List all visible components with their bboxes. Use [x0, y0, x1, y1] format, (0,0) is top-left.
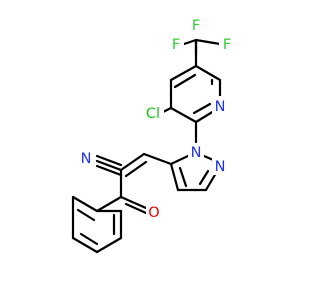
bond-c-o-inner — [124, 202, 148, 215]
chlorine-atom: Cl — [146, 106, 160, 122]
bond-vinyl-double-inner — [124, 160, 148, 178]
bond-cf3-f-right — [194, 38, 222, 46]
bond-pz-c5-c4-inner — [178, 166, 188, 188]
bond-pyr-c2-n — [194, 109, 216, 124]
bond-ph-4 — [95, 236, 123, 254]
bond-pz-c3-n2 — [204, 171, 218, 192]
fluorine-atom-1: F — [192, 18, 200, 34]
bond-vinyl-double — [119, 152, 146, 172]
bond-pyr-c5-c4 — [169, 64, 198, 82]
bond-cf3-f-left — [182, 38, 198, 46]
bond-c-cn-3 — [95, 164, 123, 177]
bond-pz-c3-n2-inner — [198, 169, 210, 186]
bond-pz-c5-c4 — [169, 162, 180, 192]
fluorine-atom-3: F — [223, 37, 231, 53]
bond-ph-3-inner — [79, 232, 99, 246]
structure-svg: F F F Cl N N N N O — [71, 16, 235, 254]
pyrazole-n2-atom: N — [215, 159, 226, 175]
bond-ph-3 — [71, 236, 99, 254]
molecule-drawing: F F F Cl N N N N O — [71, 16, 235, 254]
bond-pyr-c2-n-inner — [192, 102, 212, 115]
bond-pyr-c3-c2 — [169, 106, 198, 124]
bond-pz-n1-c5 — [169, 154, 190, 166]
bond-c-cn-2 — [95, 154, 123, 167]
bond-pyr-c6-c5 — [194, 64, 222, 82]
bond-pz-vinyl — [142, 152, 173, 166]
bond-pyr-c5-c4-inner — [173, 73, 197, 89]
bond-c-cn — [95, 159, 123, 172]
atom-labels: F F F Cl N N N N O — [78, 16, 235, 221]
carbonyl-oxygen-atom: O — [148, 205, 159, 221]
bond-co-ph — [95, 195, 123, 213]
pyrazole-n1-atom: N — [191, 145, 202, 161]
pyridine-nitrogen-atom: N — [215, 99, 226, 115]
nitrile-nitrogen-atom: N — [81, 151, 92, 167]
bond-c-o — [119, 195, 148, 210]
bond-ph-1-inner — [76, 208, 96, 222]
bond-ph-1 — [71, 195, 99, 213]
fluorine-atom-2: F — [172, 37, 180, 53]
